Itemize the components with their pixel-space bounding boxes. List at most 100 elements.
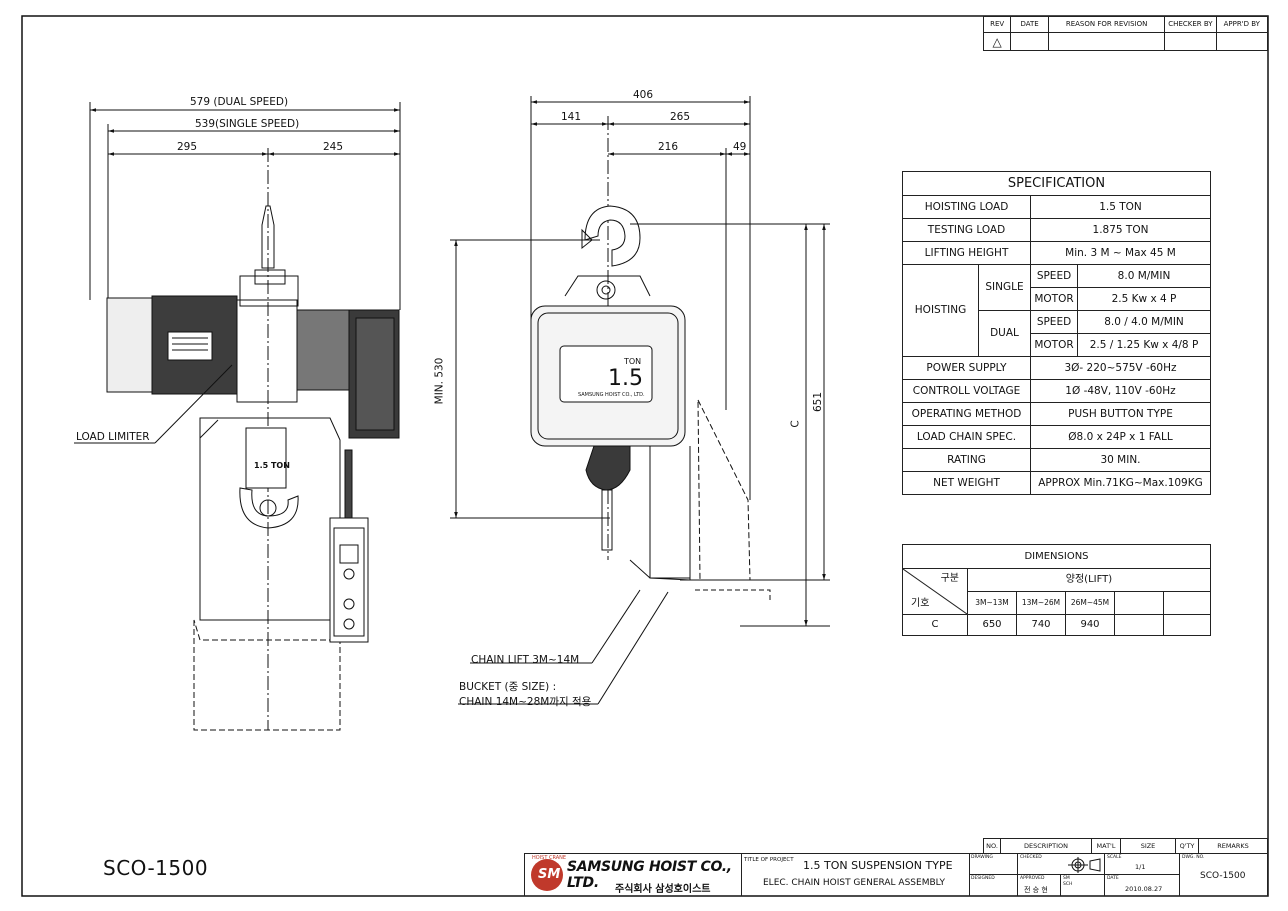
dim-height: 651 [812,391,825,413]
signature-grid: DRAWING CHECKED SCALE 1/1 DWG. NO. SCO-1… [969,854,1269,896]
spec-value: 1Ø -48V, 110V -60Hz [1030,379,1211,403]
dim-title: DIMENSIONS [902,544,1211,569]
scale-value: 1/1 [1135,863,1146,871]
hook-plate-label: 1.5 TON [254,461,290,470]
dim-left: 295 [177,141,198,153]
spec-label: HOISTING LOAD [902,195,1031,219]
spec-value: 1.875 TON [1030,218,1211,242]
projection-symbol-icon [1068,857,1101,873]
spec-sublabel: SINGLE [978,264,1031,311]
dim-value: 740 [1016,614,1066,636]
dim-col: 3M~13M [967,591,1017,615]
load-limiter-label: LOAD LIMITER [76,431,150,443]
date-label: DATE [1107,876,1119,881]
rev-cell [1047,32,1166,51]
dim-c: C [789,420,802,428]
scale-cell: SCALE 1/1 [1105,854,1180,875]
dim-dual-speed: 579 (DUAL SPEED) [190,96,289,108]
parts-list-header: NO. DESCRIPTION MAT'L SIZE Q'TY REMARKS [983,838,1268,854]
spec-sublabel: DUAL [978,310,1031,357]
dim-corner-bottom: 기호 [911,598,930,609]
dim-total: 406 [633,89,654,101]
spec-value: 1.5 TON [1030,195,1211,219]
spec-label: RATING [902,448,1031,472]
dim-side-left: 141 [561,111,582,123]
approved-cell: APPROVED 전 승 현 [1018,875,1061,896]
bucket-label-1: BUCKET (중 SIZE) : [459,681,557,693]
company-name-kr: 주식회사 삼성호이스트 [615,884,711,895]
dwg-no-value: SCO-1500 [1200,871,1246,881]
spec-value: APPROX Min.71KG~Max.109KG [1030,471,1211,495]
dim-col-empty [1114,591,1164,615]
spec-sublabel: MOTOR [1030,287,1078,311]
parts-header: Q'TY [1175,838,1199,854]
dimensions-table: DIMENSIONS 구분 기호 양정(LIFT) 3M~13M 13M~26M… [902,544,1211,636]
spec-label: HOISTING [902,264,979,357]
spec-value: Min. 3 M ~ Max 45 M [1030,241,1211,265]
spec-value: PUSH BUTTON TYPE [1030,402,1211,426]
sm-value: SCH [1063,882,1073,887]
chain-lift-label: CHAIN LIFT 3M~14M [471,654,580,666]
dim-side-right: 265 [670,111,691,123]
spec-label: LIFTING HEIGHT [902,241,1031,265]
dim-min-height: MIN. 530 [433,357,446,405]
dim-right: 245 [323,141,344,153]
spec-sublabel: SPEED [1030,310,1078,334]
dim-side-inner: 216 [658,141,679,153]
rev-cell [1010,32,1049,51]
spec-sublabel: SPEED [1030,264,1078,288]
drawing-number: SCO-1500 [103,856,209,880]
rev-header-approved: APPR'D BY [1215,16,1269,33]
drawing-cell: DRAWING [969,854,1018,875]
spec-value: 3Ø- 220~575V -60Hz [1030,356,1211,380]
spec-sublabel: MOTOR [1030,333,1078,357]
drawing-label: DRAWING [971,855,993,860]
nameplate-ton: TON [624,357,642,366]
side-view [450,96,830,705]
spec-label: OPERATING METHOD [902,402,1031,426]
rev-cell [1215,32,1269,51]
checked-cell: CHECKED [1018,854,1105,875]
dwg-no-cell: DWG. NO. SCO-1500 [1180,854,1269,896]
dim-value: 650 [967,614,1017,636]
spec-value: Ø8.0 x 24P x 1 FALL [1030,425,1211,449]
nameplate-value: 1.5 [608,366,643,391]
title-block: SM HOIST CRANE SAMSUNG HOIST CO., LTD. 주… [524,853,1268,896]
project-title-cell: TITLE OF PROJECT 1.5 TON SUSPENSION TYPE… [741,854,970,896]
title-line-1: 1.5 TON SUSPENSION TYPE [803,859,953,872]
approved-label: APPROVED [1020,876,1045,881]
date-cell: DATE 2010.08.27 [1105,875,1180,896]
approved-value: 전 승 현 [1024,886,1048,894]
spec-label: CONTROLL VOLTAGE [902,379,1031,403]
dim-value: 940 [1065,614,1115,636]
rev-symbol: △ [982,32,1012,51]
title-line-2: ELEC. CHAIN HOIST GENERAL ASSEMBLY [763,878,945,888]
scale-label: SCALE [1107,855,1122,860]
sm-label: SM [1063,876,1070,881]
spec-label: NET WEIGHT [902,471,1031,495]
nameplate-maker: SAMSUNG HOIST CO., LTD. [578,392,645,398]
logo-arc: HOIST CRANE [532,855,567,861]
parts-header: REMARKS [1198,838,1268,854]
designed-label: DESIGNED [971,876,995,881]
parts-header: MAT'L [1091,838,1121,854]
dim-corner-top: 구분 [940,573,959,584]
checked-label: CHECKED [1020,855,1042,860]
parts-header: DESCRIPTION [1000,838,1092,854]
dim-row-label: C [902,614,968,636]
designed-cell: DESIGNED [969,875,1018,896]
dwg-no-label: DWG. NO. [1182,855,1205,860]
logo-mark [531,859,563,891]
dim-value-empty [1114,614,1164,636]
company-name-en: SAMSUNG HOIST CO., LTD. [567,859,732,891]
parts-header: NO. [983,838,1001,854]
rev-header-date: DATE [1010,16,1049,33]
sm-cell: SM SCH [1061,875,1105,896]
spec-value: 2.5 / 1.25 Kw x 4/8 P [1077,333,1211,357]
revision-table: REV DATE REASON FOR REVISION CHECKER BY … [982,16,1269,51]
spec-value: 8.0 / 4.0 M/MIN [1077,310,1211,334]
rev-header-checker: CHECKER BY [1164,16,1217,33]
rev-cell [1164,32,1217,51]
